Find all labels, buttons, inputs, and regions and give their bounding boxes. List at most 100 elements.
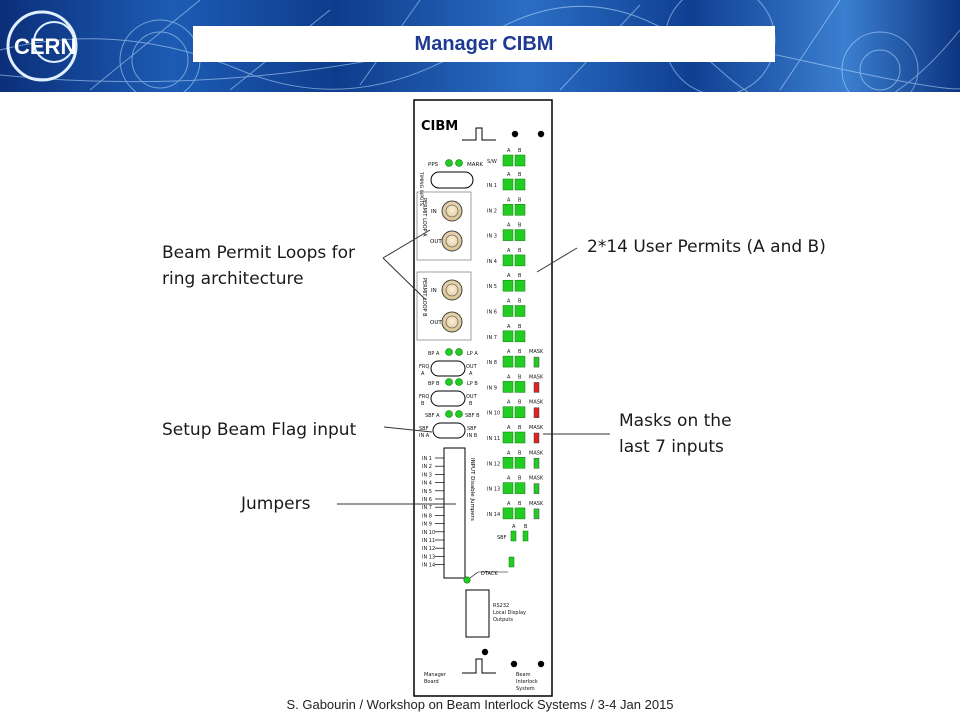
input-6-label: IN 6 xyxy=(487,310,497,316)
rs232-label-3: Outputs xyxy=(493,617,513,623)
led-bp-b xyxy=(446,379,453,386)
col-b-label: B xyxy=(518,223,522,229)
rs232-connector xyxy=(466,590,489,637)
input-11-led-b xyxy=(515,432,525,443)
jumper-label: IN 10 xyxy=(422,530,435,536)
input-7-led-b xyxy=(515,331,525,342)
mask-label: MASK xyxy=(529,501,544,507)
input-2-led-b xyxy=(515,204,525,215)
connector-loop-a-in xyxy=(442,201,462,221)
sbf-in-b-label-1: SBF xyxy=(467,426,477,432)
input-11-led-a xyxy=(503,432,513,443)
loop-b-out-label: OUT xyxy=(430,320,442,326)
col-a-label: A xyxy=(507,299,511,305)
sbf-connector xyxy=(433,423,465,438)
col-b-label: B xyxy=(518,273,522,279)
timing-connector xyxy=(431,172,473,188)
jumper-label: IN 12 xyxy=(422,546,435,552)
col-a-label: A xyxy=(507,501,511,507)
jumper-label: IN 5 xyxy=(422,489,432,495)
sw-led-a xyxy=(503,155,513,166)
manager-board-label-2: Board xyxy=(424,679,439,685)
input-13-label: IN 13 xyxy=(487,487,500,493)
mask-label: MASK xyxy=(529,400,544,406)
jumper-label: IN 14 xyxy=(422,563,435,569)
led-dtack xyxy=(509,557,514,567)
col-a-label: A xyxy=(507,425,511,431)
input-1-led-b xyxy=(515,179,525,190)
input-12-led-a xyxy=(503,457,513,468)
input-3-led-a xyxy=(503,230,513,241)
jumper-block xyxy=(444,448,465,578)
col-a-label: A xyxy=(507,324,511,330)
input-14-mask-led xyxy=(534,509,539,519)
loop-a-in-label: IN xyxy=(431,209,437,215)
input-3-label: IN 3 xyxy=(487,234,497,240)
board-name: CIBM xyxy=(421,119,458,134)
permit-loop-a-label: PERMIT LOOP A xyxy=(421,198,427,237)
led-lp-a xyxy=(456,349,463,356)
input-4-label: IN 4 xyxy=(487,259,497,265)
col-b-label: B xyxy=(518,172,522,178)
sbf-led-a xyxy=(511,531,516,541)
led-sbf-b xyxy=(456,411,463,418)
col-a-label: A xyxy=(507,223,511,229)
input-10-led-b xyxy=(515,407,525,418)
col-a-label: A xyxy=(507,197,511,203)
col-a-label: A xyxy=(507,172,511,178)
sbf-in-a-label-2: IN A xyxy=(419,433,430,439)
out-b-label-1: OUT xyxy=(466,394,478,400)
input-14-led-b xyxy=(515,508,525,519)
loop-a-out-label: OUT xyxy=(430,239,442,245)
annotation-beam-permit-loops: Beam Permit Loops for ring architecture xyxy=(162,240,355,292)
annotation-jumpers: Jumpers xyxy=(241,491,310,517)
led-pps xyxy=(446,160,453,167)
input-14-led-a xyxy=(503,508,513,519)
dtack-label: DTACK xyxy=(481,571,498,577)
rs232-label-2: Local Display xyxy=(493,610,526,616)
sw-led-b xyxy=(515,155,525,166)
input-13-led-b xyxy=(515,483,525,494)
input-9-led-a xyxy=(503,381,513,392)
sbf-label: SBF xyxy=(497,535,507,541)
led-bp-a xyxy=(446,349,453,356)
col-b-label: B xyxy=(518,476,522,482)
footer-credit: S. Gabourin / Workshop on Beam Interlock… xyxy=(0,697,960,712)
mask-label: MASK xyxy=(529,450,544,456)
jumper-label: IN 7 xyxy=(422,505,432,511)
mount-hole xyxy=(512,131,518,137)
mask-label: MASK xyxy=(529,349,544,355)
input-10-mask-led xyxy=(534,408,539,418)
beam-interlock-label-2: Interlock xyxy=(516,679,538,685)
input-disable-jumpers-label: INPUT Disable Jumpers xyxy=(469,458,475,521)
input-4-led-a xyxy=(503,255,513,266)
input-4-led-b xyxy=(515,255,525,266)
input-11-label: IN 11 xyxy=(487,436,500,442)
jumper-label: IN 4 xyxy=(422,481,432,487)
input-11-mask-led xyxy=(534,433,539,443)
col-b-label: B xyxy=(518,299,522,305)
col-a-label: A xyxy=(507,450,511,456)
input-10-label: IN 10 xyxy=(487,411,500,417)
manager-board-label-1: Manager xyxy=(424,672,447,678)
pps-label: PPS xyxy=(428,162,439,168)
input-8-led-a xyxy=(503,356,513,367)
lp-b-label: LP B xyxy=(467,381,478,387)
input-1-led-a xyxy=(503,179,513,190)
loop-b-in-label: IN xyxy=(431,288,437,294)
mask-label: MASK xyxy=(529,476,544,482)
sbf-col-b-label: B xyxy=(524,524,528,530)
frq-b-connector xyxy=(431,391,465,406)
mask-label: MASK xyxy=(529,374,544,380)
connector-loop-b-out xyxy=(442,312,462,332)
mount-hole xyxy=(538,131,544,137)
input-5-label: IN 5 xyxy=(487,284,497,290)
col-b-label: B xyxy=(518,148,522,154)
jumper-label: IN 11 xyxy=(422,538,435,544)
mount-hole xyxy=(538,661,544,667)
input-6-led-b xyxy=(515,306,525,317)
jumper-label: IN 13 xyxy=(422,554,435,560)
mark-label: MARK xyxy=(467,162,483,168)
col-a-label: A xyxy=(507,148,511,154)
input-2-led-a xyxy=(503,204,513,215)
